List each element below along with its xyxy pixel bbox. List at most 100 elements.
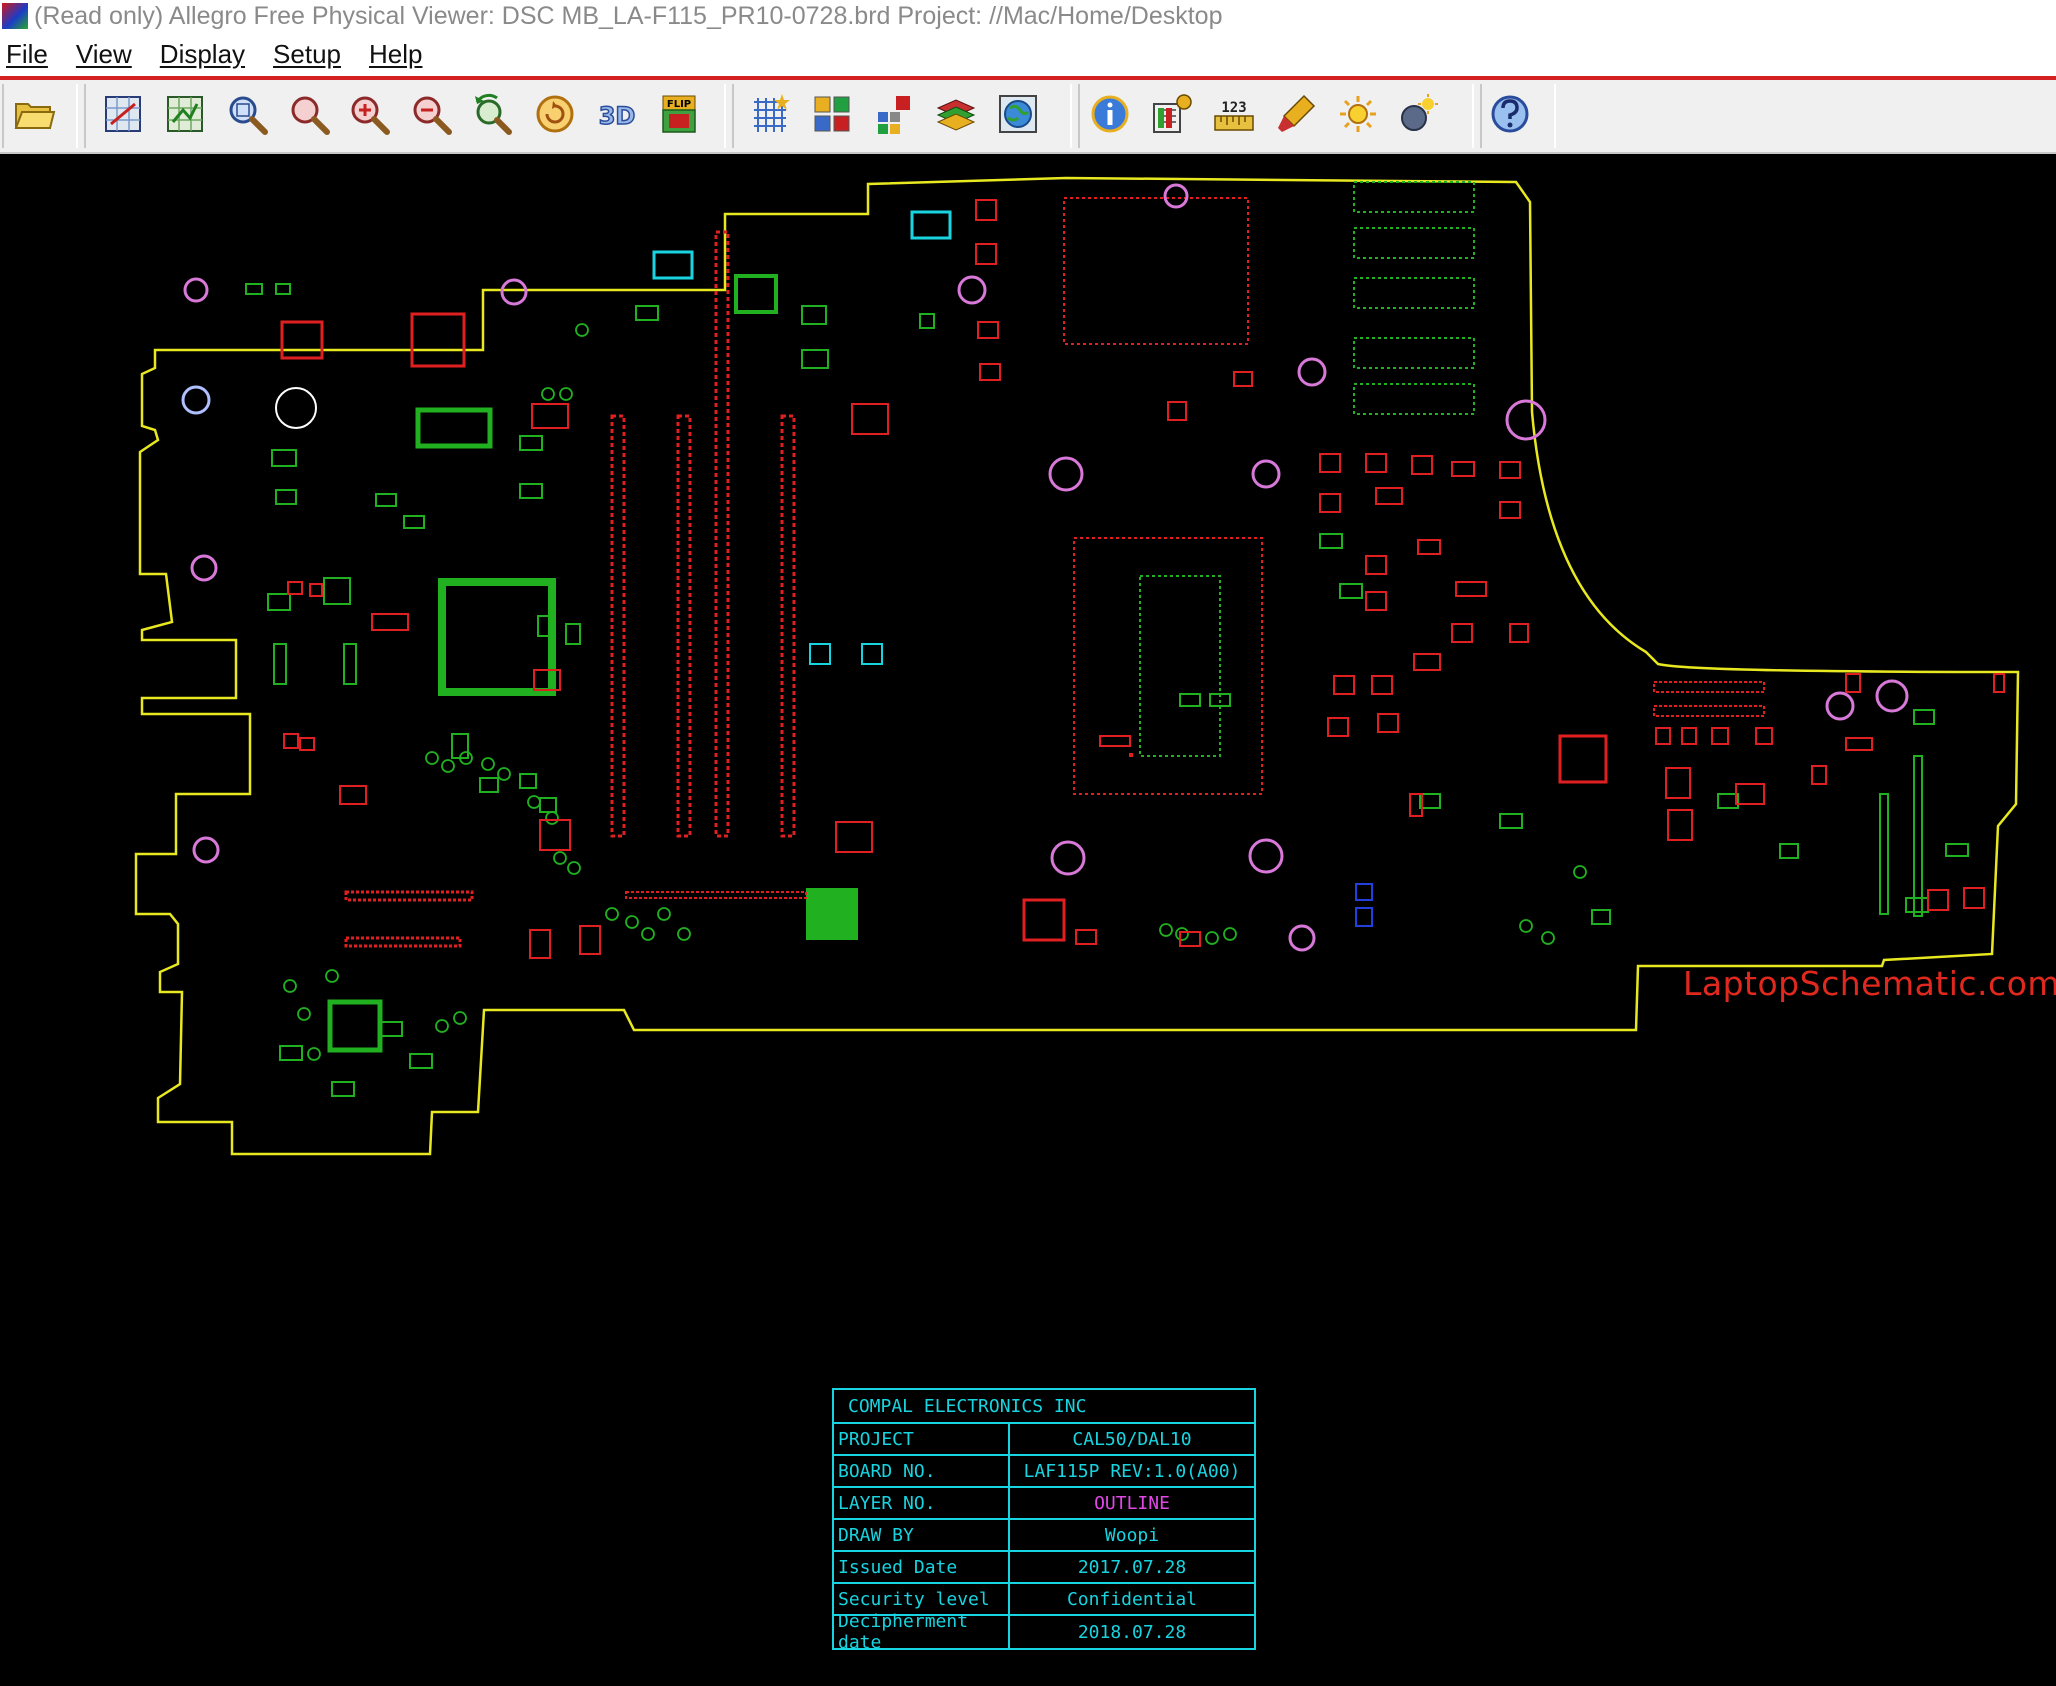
menu-help[interactable]: Help	[369, 38, 423, 69]
memory-chip	[1353, 227, 1475, 259]
ec-chip	[438, 578, 556, 696]
dimm-slot	[676, 414, 692, 838]
title-block-label: PROJECT	[834, 1424, 1010, 1454]
flip-button[interactable]: FLIP	[655, 90, 703, 138]
title-block-label: Decipherment date	[834, 1611, 1010, 1653]
board-outline	[134, 176, 2020, 1156]
mounting-hole	[275, 387, 317, 429]
toolbar-group-help	[1480, 84, 1556, 148]
menu-display[interactable]: Display	[159, 38, 246, 69]
connector	[1653, 705, 1765, 717]
cyan-part	[861, 643, 883, 665]
blue-part	[1355, 907, 1373, 927]
mounting-hole	[1288, 924, 1316, 952]
layer-visibility-button[interactable]	[870, 90, 918, 138]
color-icon	[814, 96, 850, 132]
green-pad	[806, 888, 858, 940]
app-icon	[2, 3, 28, 29]
menu-view[interactable]: View	[75, 38, 132, 69]
grid-icon	[754, 94, 790, 132]
color-button[interactable]	[808, 90, 856, 138]
mounting-hole	[190, 554, 218, 582]
info-button[interactable]	[1086, 90, 1134, 138]
title-block-label: Security level	[834, 1584, 1010, 1614]
info-icon	[1091, 95, 1129, 133]
zoom-previous-button[interactable]	[469, 90, 517, 138]
title-block-company: COMPAL ELECTRONICS INC	[834, 1390, 1254, 1424]
menu-file[interactable]: File	[6, 38, 48, 69]
window-title: (Read only) Allegro Free Physical Viewer…	[34, 1, 1223, 30]
report-icon	[1153, 94, 1192, 133]
zoom-in-button[interactable]	[345, 90, 393, 138]
dimm-slot	[780, 414, 796, 838]
help-button[interactable]	[1486, 90, 1534, 138]
green-chip	[415, 407, 493, 449]
connector	[625, 891, 807, 899]
toolbar-group-tools	[1078, 84, 1474, 148]
zoom-window-button[interactable]	[285, 90, 333, 138]
title-block-row: DRAW BY Woopi	[834, 1520, 1254, 1552]
zoom-world-button[interactable]	[161, 90, 209, 138]
toolbar-group-display	[732, 84, 1072, 148]
watermark: LaptopSchematic.com	[1683, 964, 2056, 1003]
red-components	[283, 199, 2005, 959]
mounting-hole	[1048, 456, 1084, 492]
board-canvas[interactable]: LaptopSchematic.com COMPAL ELECTRONICS I…	[0, 154, 2056, 1686]
mounting-hole	[1050, 840, 1086, 876]
world-view-button[interactable]	[994, 90, 1042, 138]
connector	[344, 890, 474, 902]
dimm-slot	[714, 230, 730, 838]
green-vias	[283, 323, 1587, 1061]
red-chip	[1558, 734, 1608, 784]
report-button[interactable]	[1148, 90, 1196, 138]
title-block-value: CAL50/DAL10	[1072, 1428, 1192, 1450]
pcb-layout	[134, 176, 2020, 1156]
highlight-button[interactable]	[1272, 90, 1320, 138]
mounting-hole	[1163, 183, 1189, 209]
help-icon	[1491, 95, 1529, 133]
title-block-row: Security level Confidential	[834, 1584, 1254, 1616]
light-button[interactable]	[1334, 90, 1382, 138]
zoom-out-button[interactable]	[407, 90, 455, 138]
shadow-button[interactable]	[1394, 90, 1442, 138]
red-chip	[280, 320, 324, 360]
mounting-hole	[500, 278, 528, 306]
svg-text:3D: 3D	[599, 102, 636, 130]
title-block-label: DRAW BY	[834, 1520, 1010, 1550]
world-view-icon	[999, 95, 1037, 133]
zoom-points-button[interactable]	[223, 90, 271, 138]
cyan-part	[809, 643, 831, 665]
mounting-hole	[1505, 399, 1547, 441]
title-block-value: 2017.07.28	[1077, 1556, 1187, 1578]
mounting-hole	[1251, 459, 1281, 489]
shadow-icon	[1401, 94, 1438, 131]
green-chip	[327, 999, 383, 1053]
title-block-label: BOARD NO.	[834, 1456, 1010, 1486]
svg-text:123: 123	[1221, 100, 1246, 116]
zoom-in-icon	[351, 96, 390, 135]
stack-button[interactable]	[932, 90, 980, 138]
title-block-value: 2018.07.28	[1077, 1621, 1187, 1643]
cpu-core-area	[1139, 575, 1221, 757]
zoom-points-icon	[229, 96, 268, 135]
3d-view-button[interactable]: 3D	[593, 90, 641, 138]
mounting-hole	[192, 836, 220, 864]
title-block-row: Issued Date 2017.07.28	[834, 1552, 1254, 1584]
redraw-icon	[536, 95, 574, 133]
zoom-fit-button[interactable]	[99, 90, 147, 138]
highlight-icon	[1278, 94, 1316, 132]
title-block-row: LAYER NO. OUTLINE	[834, 1488, 1254, 1520]
zoom-previous-icon	[475, 93, 512, 135]
redraw-button[interactable]	[531, 90, 579, 138]
svg-text:FLIP: FLIP	[667, 99, 691, 110]
title-block-row: Decipherment date 2018.07.28	[834, 1611, 1254, 1653]
toolbar-group-file	[2, 84, 78, 148]
menu-setup[interactable]: Setup	[273, 38, 341, 69]
title-block-label: Issued Date	[834, 1552, 1010, 1582]
measure-icon: 123	[1214, 100, 1254, 131]
title-block-value: LAF115P REV:1.0(A00)	[1023, 1460, 1241, 1482]
measure-button[interactable]: 123	[1210, 90, 1258, 138]
mounting-hole	[957, 275, 987, 305]
open-button[interactable]	[10, 90, 58, 138]
grid-button[interactable]	[746, 90, 794, 138]
